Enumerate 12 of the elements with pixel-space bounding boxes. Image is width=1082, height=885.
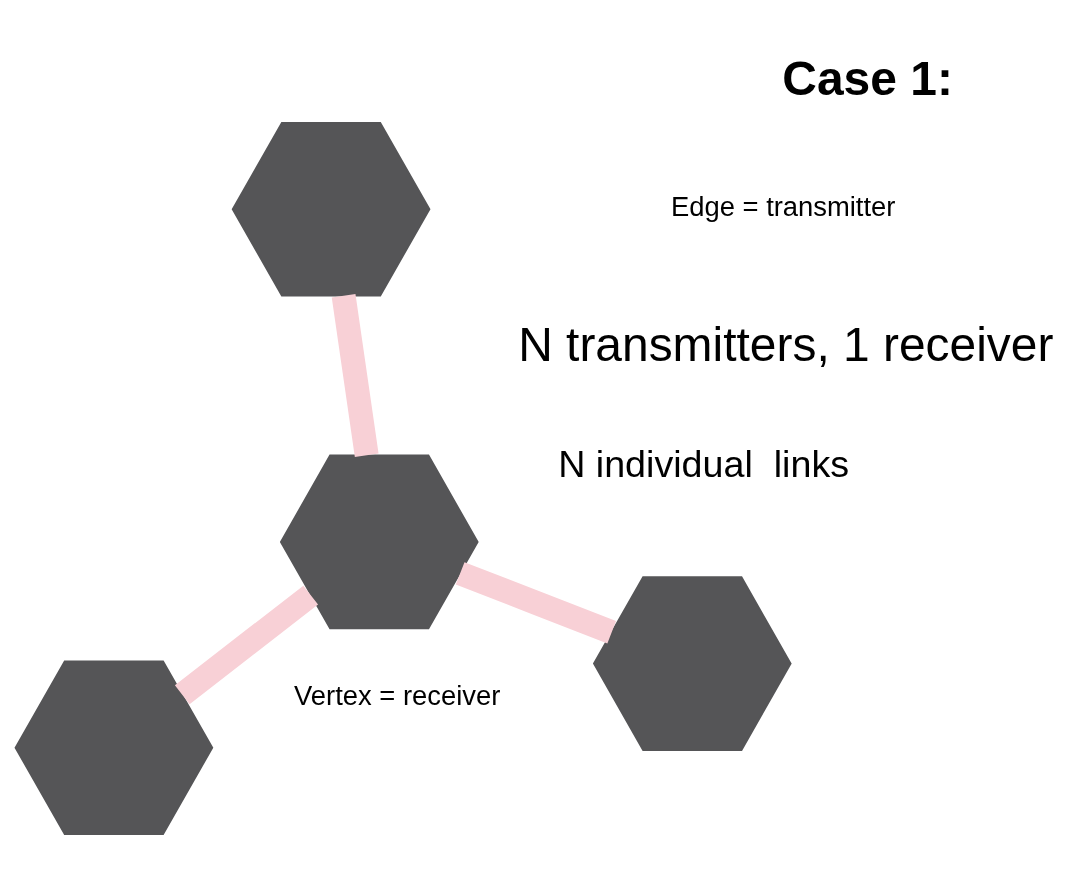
- node-hexagon: [279, 454, 479, 629]
- connector: [331, 293, 379, 457]
- label: N individual links: [558, 442, 850, 485]
- label: Edge = transmitter: [671, 190, 896, 222]
- connector: [455, 561, 617, 643]
- label: N transmitters, 1 receiver: [518, 317, 1054, 371]
- connector: [174, 585, 319, 704]
- node-hexagon: [14, 659, 214, 835]
- label: Vertex = receiver: [294, 679, 501, 711]
- node-hexagon: [231, 121, 431, 296]
- node-hexagon: [592, 575, 792, 751]
- label: Case 1:: [782, 51, 953, 105]
